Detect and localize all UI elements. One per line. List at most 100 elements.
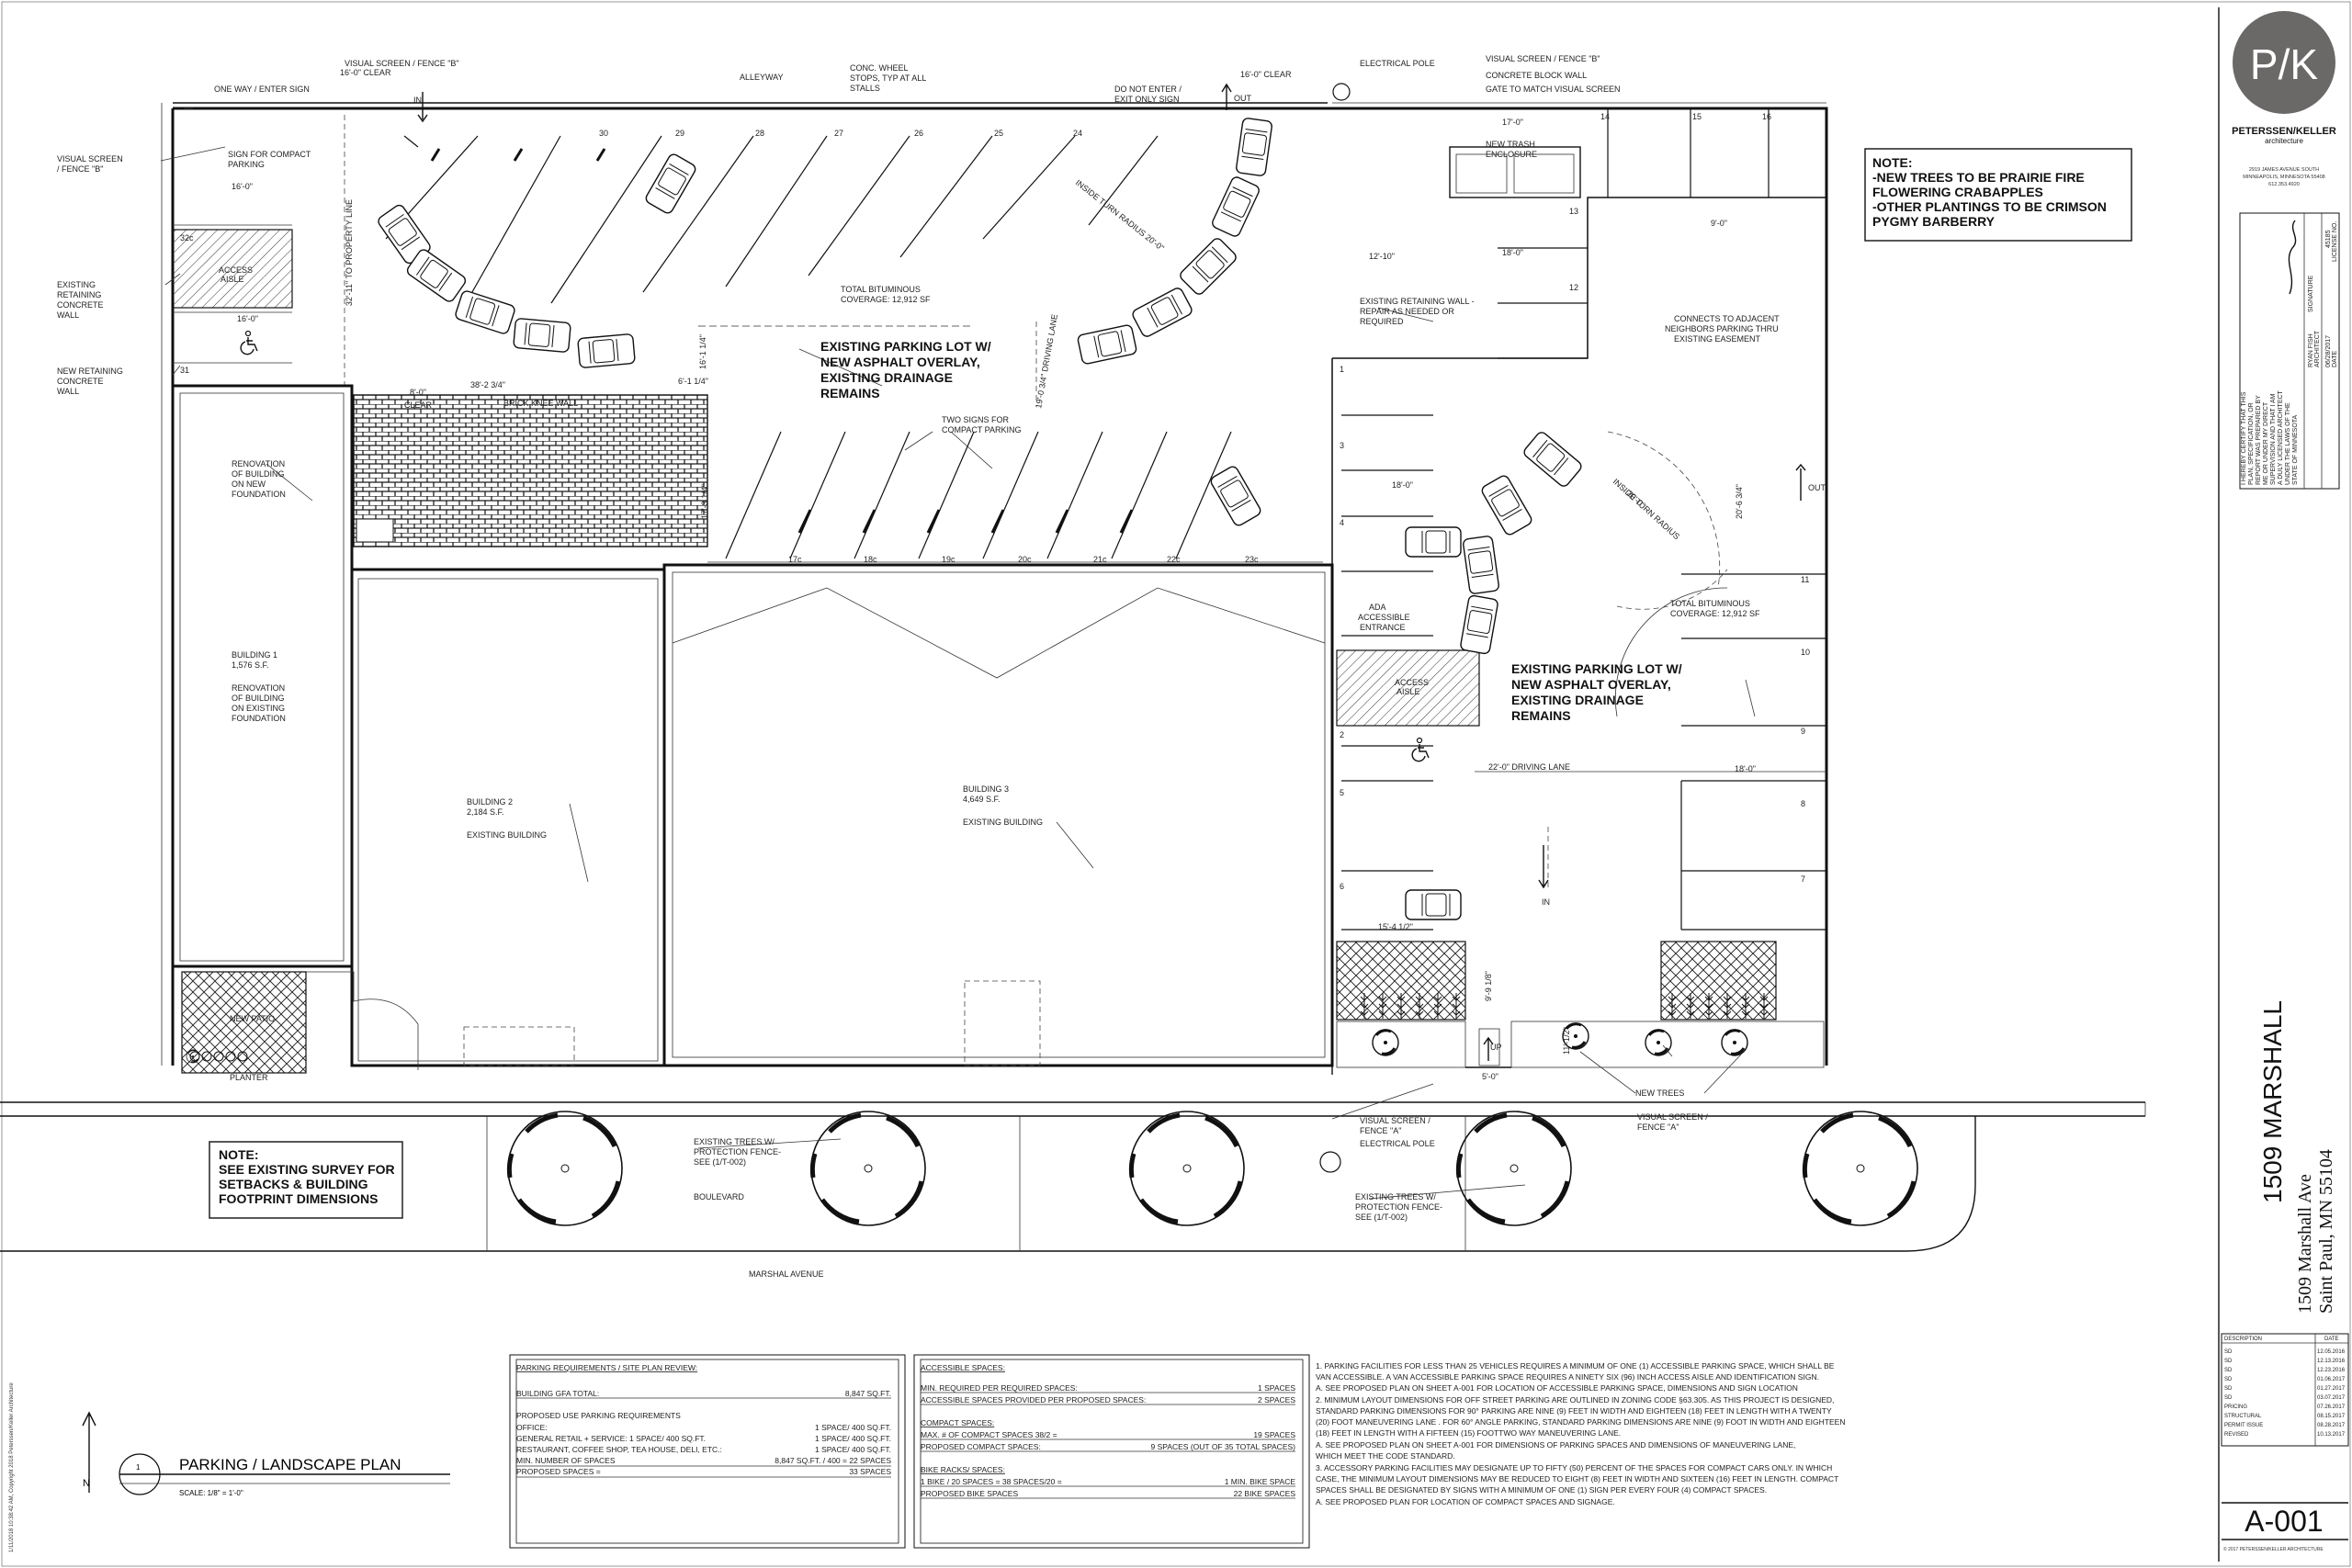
label-inside-turn-2a: INSIDE TURN RADIUS bbox=[1611, 477, 1681, 541]
label-existing-trees-2a: EXISTING TREES W/ bbox=[1355, 1192, 1436, 1201]
svg-text:2. MINIMUM LAYOUT DIMENSIONS F: 2. MINIMUM LAYOUT DIMENSIONS FOR OFF STR… bbox=[1316, 1395, 1834, 1404]
parking-requirements-table: PARKING REQUIREMENTS / SITE PLAN REVIEW:… bbox=[509, 1354, 906, 1549]
site-plan bbox=[0, 83, 2146, 1495]
svg-text:08.15.2017: 08.15.2017 bbox=[2317, 1414, 2346, 1419]
svg-text:SIGNATURE: SIGNATURE bbox=[2308, 275, 2314, 312]
label-trash-2: ENCLOSURE bbox=[1486, 150, 1537, 159]
traffic-arrows bbox=[417, 83, 1806, 1061]
stall-25: 25 bbox=[994, 129, 1003, 138]
label-visual-screen-a1-2: FENCE "A" bbox=[1360, 1126, 1401, 1135]
label-reno-exist-4: FOUNDATION bbox=[232, 714, 286, 723]
general-notes: 1. PARKING FACILITIES FOR LESS THAN 25 V… bbox=[1316, 1361, 1845, 1506]
callout-existing-lot-1a: EXISTING PARKING LOT W/ bbox=[820, 339, 991, 354]
label-trash-1: NEW TRASH bbox=[1486, 140, 1535, 149]
stall-21c: 21c bbox=[1093, 555, 1107, 564]
label-reno-exist-3: ON EXISTING bbox=[232, 704, 285, 713]
label-dim-15-4: 15'-4 1/2" bbox=[1378, 922, 1413, 931]
svg-text:MAX. # OF COMPACT SPACES 38/2: MAX. # OF COMPACT SPACES 38/2 = bbox=[921, 1430, 1057, 1439]
label-visual-screen-b-top: VISUAL SCREEN / FENCE "B" bbox=[345, 59, 459, 68]
label-total-bit-1b: COVERAGE: 12,912 SF bbox=[841, 295, 931, 304]
label-property-line: 32'-11" TO PROPERTY LINE bbox=[345, 199, 354, 306]
label-existing-retaining-3: CONCRETE bbox=[57, 300, 104, 310]
callout-existing-lot-1d: REMAINS bbox=[820, 386, 880, 400]
label-existing-building-2: EXISTING BUILDING bbox=[467, 830, 547, 840]
view-scale: SCALE: 1/8" = 1'-0" bbox=[179, 1489, 243, 1497]
stall-1: 1 bbox=[1340, 365, 1344, 374]
label-visual-screen-b-right: VISUAL SCREEN / FENCE "B" bbox=[1486, 54, 1600, 63]
electrical-pole-bottom bbox=[1319, 1151, 1341, 1173]
label-inside-turn-1: INSIDE TURN RADIUS 20'-0" bbox=[1074, 178, 1166, 253]
svg-text:1. PARKING FACILITIES FOR LESS: 1. PARKING FACILITIES FOR LESS THAN 25 V… bbox=[1316, 1361, 1835, 1371]
svg-text:08.28.2017: 08.28.2017 bbox=[2317, 1423, 2346, 1428]
label-dim-17-3: 17'-3 1/4" bbox=[700, 484, 709, 519]
label-gate: GATE TO MATCH VISUAL SCREEN bbox=[1486, 85, 1621, 94]
svg-text:DESCRIPTION: DESCRIPTION bbox=[2224, 1337, 2262, 1342]
label-clear-word: CLEAR bbox=[404, 400, 433, 410]
svg-text:REVISED: REVISED bbox=[2224, 1432, 2249, 1438]
label-ada-3: ENTRANCE bbox=[1360, 623, 1406, 632]
label-one-way: ONE WAY / ENTER SIGN bbox=[214, 85, 310, 94]
logo-mark: P/K bbox=[2250, 40, 2318, 88]
svg-text:MIN. REQUIRED PER REQUIRED SPA: MIN. REQUIRED PER REQUIRED SPACES: bbox=[921, 1383, 1078, 1393]
svg-text:10.13.2017: 10.13.2017 bbox=[2317, 1432, 2346, 1438]
svg-text:12.05.2016: 12.05.2016 bbox=[2317, 1349, 2346, 1355]
stall-9: 9 bbox=[1801, 727, 1805, 736]
logo-circle bbox=[2233, 11, 2335, 114]
svg-text:01.27.2017: 01.27.2017 bbox=[2317, 1386, 2346, 1392]
svg-text:2 SPACES: 2 SPACES bbox=[1258, 1395, 1295, 1404]
stall-12: 12 bbox=[1569, 283, 1578, 292]
svg-text:22 BIKE SPACES: 22 BIKE SPACES bbox=[1234, 1489, 1296, 1498]
svg-text:MINNEAPOLIS, MINNESOTA 55408: MINNEAPOLIS, MINNESOTA 55408 bbox=[2243, 175, 2324, 180]
project-address-1: 1509 Marshall Ave bbox=[2295, 1174, 2315, 1314]
callout-existing-lot-2b: NEW ASPHALT OVERLAY, bbox=[1511, 677, 1671, 692]
svg-text:DATE: DATE bbox=[2324, 1337, 2339, 1342]
svg-text:12.13.2016: 12.13.2016 bbox=[2317, 1359, 2346, 1364]
label-existing-trees-2b: PROTECTION FENCE- bbox=[1355, 1202, 1442, 1212]
project-name: 1509 MARSHALL bbox=[2258, 1000, 2287, 1203]
label-connects-2: NEIGHBORS PARKING THRU bbox=[1665, 324, 1779, 333]
stall-5: 5 bbox=[1340, 788, 1344, 797]
svg-text:ARCHITECT: ARCHITECT bbox=[2314, 330, 2321, 367]
stalls-right bbox=[1331, 108, 1826, 955]
label-existing-building-3: EXISTING BUILDING bbox=[963, 818, 1043, 827]
stall-24: 24 bbox=[1073, 129, 1082, 138]
svg-text:ACCESSIBLE SPACES PROVIDED PER: ACCESSIBLE SPACES PROVIDED PER PROPOSED … bbox=[921, 1395, 1146, 1404]
svg-text:FLOWERING CRABAPPLES: FLOWERING CRABAPPLES bbox=[1872, 185, 2043, 199]
label-total-bit-1a: TOTAL BITUMINOUS bbox=[841, 285, 921, 294]
svg-text:PRICING: PRICING bbox=[2224, 1404, 2247, 1410]
label-retaining-repair-3: REQUIRED bbox=[1360, 317, 1404, 326]
label-new-retaining-1: NEW RETAINING bbox=[57, 367, 123, 376]
stall-6: 6 bbox=[1340, 882, 1344, 891]
svg-text:SPACES SHALL BE DESIGNATED BY: SPACES SHALL BE DESIGNATED BY SIGNS WITH… bbox=[1316, 1485, 1767, 1495]
label-clear-8: 8'-0" bbox=[410, 388, 426, 397]
stall-18c: 18c bbox=[864, 555, 877, 564]
label-building2-1: BUILDING 2 bbox=[467, 797, 513, 807]
svg-text:STANDARD PARKING DIMENSIONS FO: STANDARD PARKING DIMENSIONS FOR 90° PARK… bbox=[1316, 1406, 1832, 1416]
svg-text:DATE: DATE bbox=[2332, 351, 2338, 367]
label-dim-18a: 18'-0" bbox=[1502, 248, 1523, 257]
stall-19c: 19c bbox=[942, 555, 956, 564]
stall-28: 28 bbox=[755, 129, 764, 138]
label-conc-wheel-3: STALLS bbox=[850, 84, 880, 93]
certification-block bbox=[2239, 212, 2340, 490]
stall-22c: 22c bbox=[1167, 555, 1181, 564]
label-up: UP bbox=[1490, 1043, 1502, 1052]
svg-text:8,847 SQ.FT.: 8,847 SQ.FT. bbox=[845, 1389, 891, 1398]
tree-note: NOTE: -NEW TREES TO BE PRAIRIE FIRE FLOW… bbox=[1864, 148, 2132, 242]
label-reno-exist-1: RENOVATION bbox=[232, 683, 285, 693]
copyright: © 2017 PETERSSEN/KELLER ARCHITECTURE bbox=[2223, 1546, 2324, 1552]
label-do-not-enter-2: EXIT ONLY SIGN bbox=[1114, 95, 1180, 104]
label-existing-trees-2c: SEE (1/T-002) bbox=[1355, 1213, 1408, 1222]
label-dim-9-9: 9'-9 1/8" bbox=[1484, 971, 1493, 1001]
svg-text:A. SEE PROPOSED PLAN ON SHEET: A. SEE PROPOSED PLAN ON SHEET A-001 FOR … bbox=[1316, 1383, 1798, 1393]
label-do-not-enter-1: DO NOT ENTER / bbox=[1114, 85, 1182, 94]
label-reno-new-2: OF BUILDING bbox=[232, 469, 285, 479]
svg-text:1 SPACE/ 400 SQ.FT.: 1 SPACE/ 400 SQ.FT. bbox=[815, 1445, 891, 1454]
svg-text:A DULY LICENSED ARCHITECT: A DULY LICENSED ARCHITECT bbox=[2278, 389, 2284, 485]
label-reno-new-1: RENOVATION bbox=[232, 459, 285, 468]
svg-text:33 SPACES: 33 SPACES bbox=[849, 1467, 891, 1476]
label-dim-18c: 18'-0" bbox=[1735, 764, 1756, 773]
stall-7: 7 bbox=[1801, 874, 1805, 884]
label-in-2: IN bbox=[1542, 897, 1550, 907]
